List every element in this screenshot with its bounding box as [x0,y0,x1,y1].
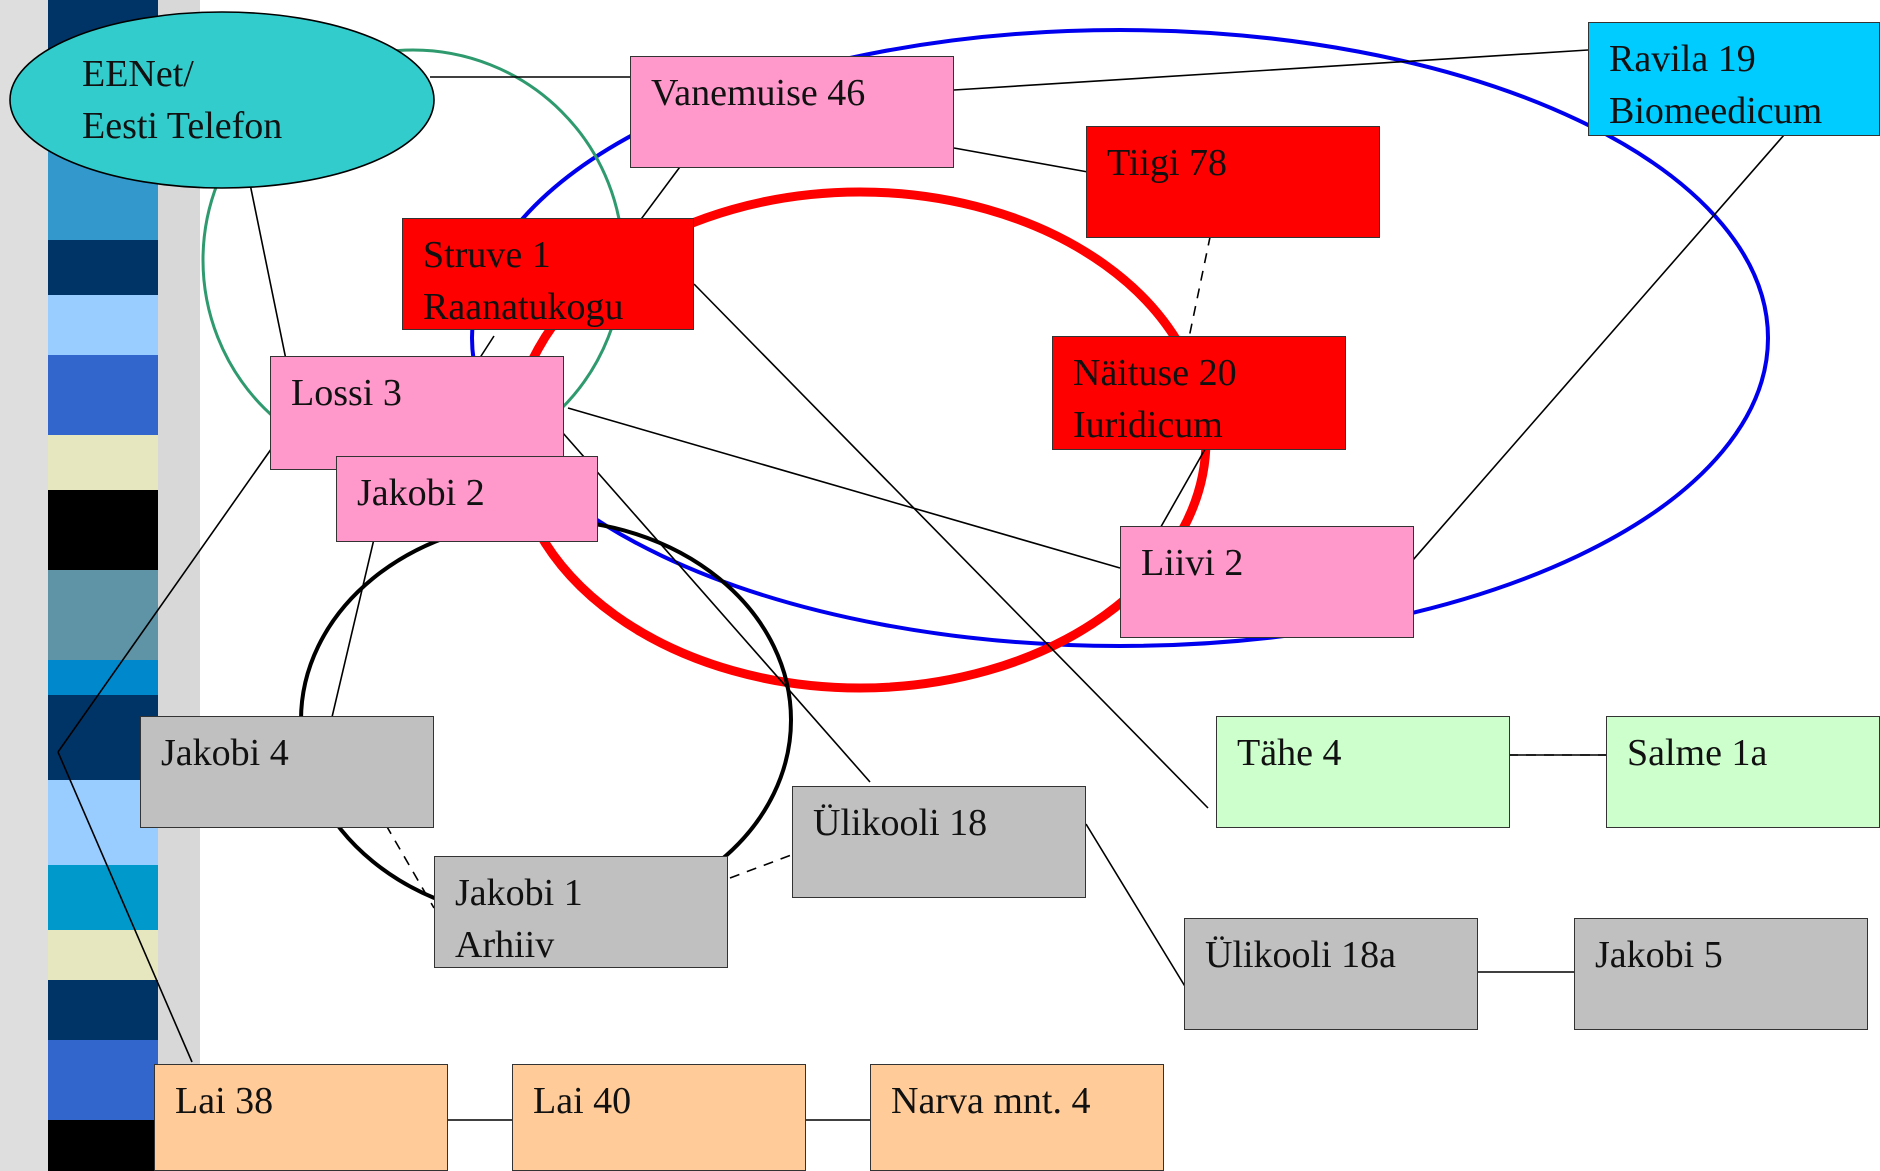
node-eenet: EENet/ Eesti Telefon [82,48,282,152]
connector-lines [57,49,1785,1121]
node-jakobi1-line2: Arhiiv [455,924,555,966]
node-tiigi78: Tiigi 78 [1086,126,1380,238]
node-jakobi2-label: Jakobi 2 [357,472,485,514]
node-salme1a-label: Salme 1a [1627,732,1768,774]
node-narva4-label: Narva mnt. 4 [891,1080,1091,1122]
node-tahe4: Tähe 4 [1216,716,1510,828]
node-vanemuise46: Vanemuise 46 [630,56,954,168]
node-struve1-line1: Struve 1 [423,234,551,276]
node-lai40: Lai 40 [512,1064,806,1171]
node-struve1: Struve 1 Raanatukogu [402,218,694,330]
node-jakobi5: Jakobi 5 [1574,918,1868,1030]
node-lai40-label: Lai 40 [533,1080,632,1122]
node-ravila19: Ravila 19 Biomeedicum [1588,22,1880,136]
node-narva4: Narva mnt. 4 [870,1064,1164,1171]
node-struve1-line2: Raanatukogu [423,286,624,328]
node-jakobi1-line1: Jakobi 1 [455,872,583,914]
node-vanemuise46-label: Vanemuise 46 [651,72,866,114]
node-lai38-label: Lai 38 [175,1080,274,1122]
node-eenet-line1: EENet/ [82,53,194,95]
node-liivi2: Liivi 2 [1120,526,1414,638]
node-jakobi1: Jakobi 1 Arhiiv [434,856,728,968]
node-naituse20-line1: Näituse 20 [1073,352,1237,394]
node-jakobi5-label: Jakobi 5 [1595,934,1723,976]
node-jakobi2: Jakobi 2 [336,456,598,542]
node-naituse20: Näituse 20 Iuridicum [1052,336,1346,450]
node-eenet-line2: Eesti Telefon [82,105,283,147]
node-ravila19-line1: Ravila 19 [1609,38,1756,80]
node-ylikooli18: Ülikooli 18 [792,786,1086,898]
node-ylikooli18a: Ülikooli 18a [1184,918,1478,1030]
node-naituse20-line2: Iuridicum [1073,404,1223,446]
node-lossi3-label: Lossi 3 [291,372,402,414]
eenet-oval [9,11,435,189]
node-jakobi4-label: Jakobi 4 [161,732,289,774]
node-ylikooli18-label: Ülikooli 18 [813,802,988,844]
node-liivi2-label: Liivi 2 [1141,542,1244,584]
node-tahe4-label: Tähe 4 [1237,732,1342,774]
node-ravila19-line2: Biomeedicum [1609,90,1823,132]
ring-blue [470,28,1770,648]
node-lossi3: Lossi 3 [270,356,564,470]
node-salme1a: Salme 1a [1606,716,1880,828]
node-tiigi78-label: Tiigi 78 [1107,142,1228,184]
node-ylikooli18a-label: Ülikooli 18a [1205,934,1397,976]
node-lai38: Lai 38 [154,1064,448,1171]
node-jakobi4: Jakobi 4 [140,716,434,828]
